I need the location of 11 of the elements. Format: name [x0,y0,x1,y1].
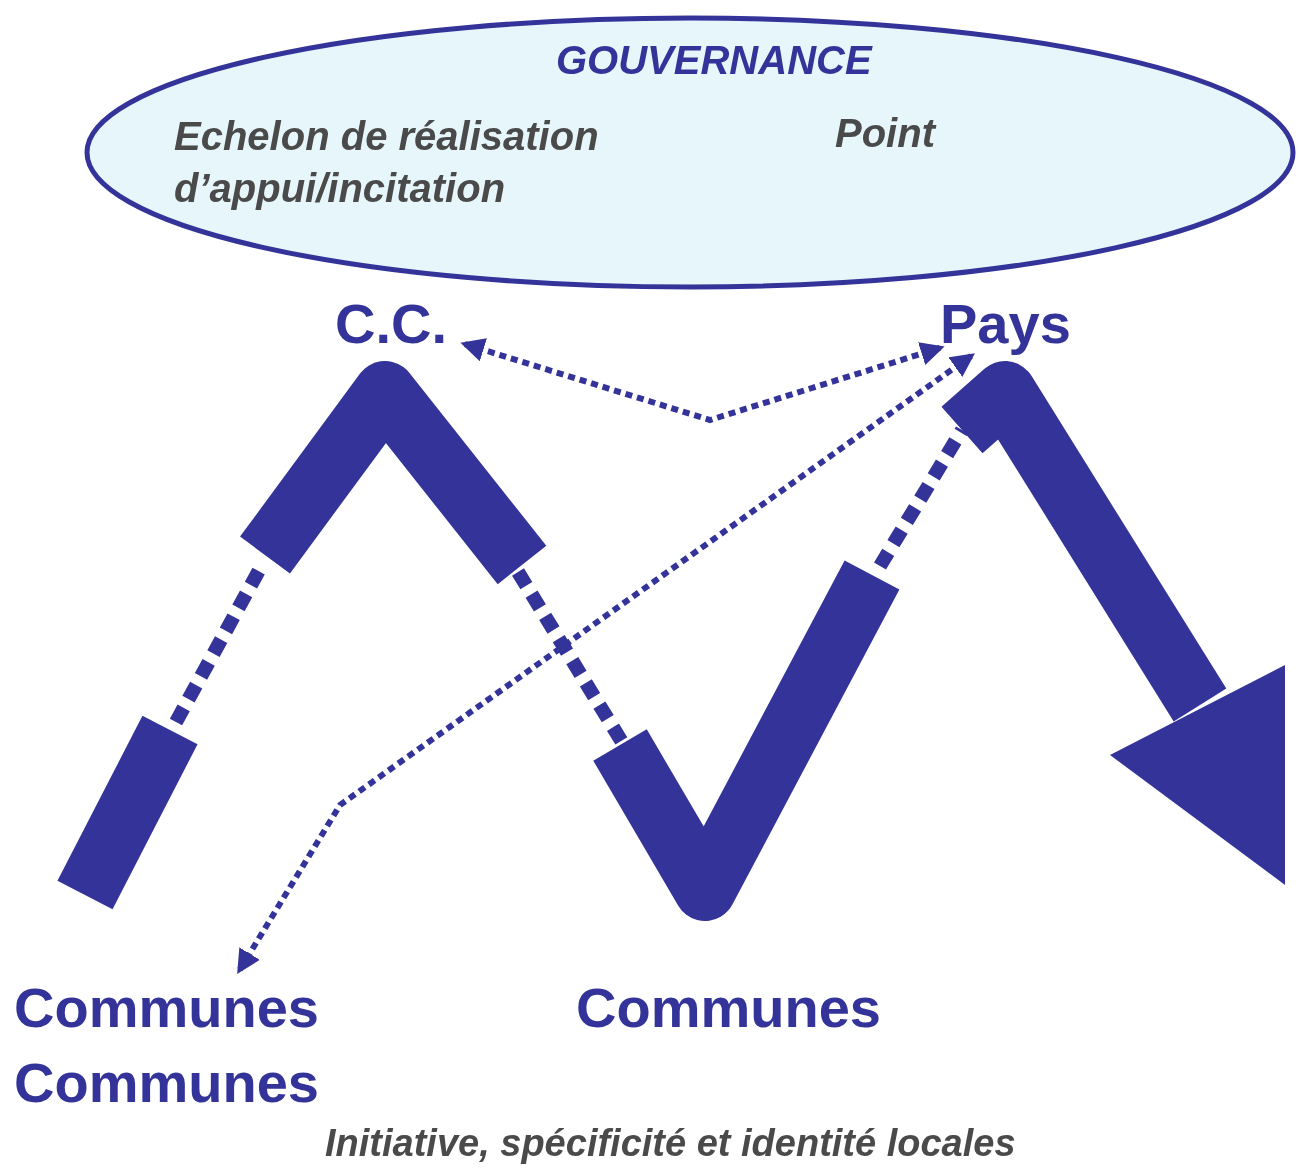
node-label: Pays [940,292,1092,357]
dotted-arrow [460,338,945,424]
node-label: C.C. [335,292,465,357]
ellipse-text: Point [835,110,935,156]
node-label: Communes [576,970,936,1045]
ellipse-title: GOUVERNANCE [556,37,872,83]
governance-ellipse [84,15,1296,290]
caption-text: Initiative, spécificité et identité locales [325,1122,1016,1166]
dotted-arrow [237,353,975,975]
node-label: Communes Communes [14,970,374,1120]
ellipse-text: Echelon de réalisation d’appui/incitation [174,113,600,212]
